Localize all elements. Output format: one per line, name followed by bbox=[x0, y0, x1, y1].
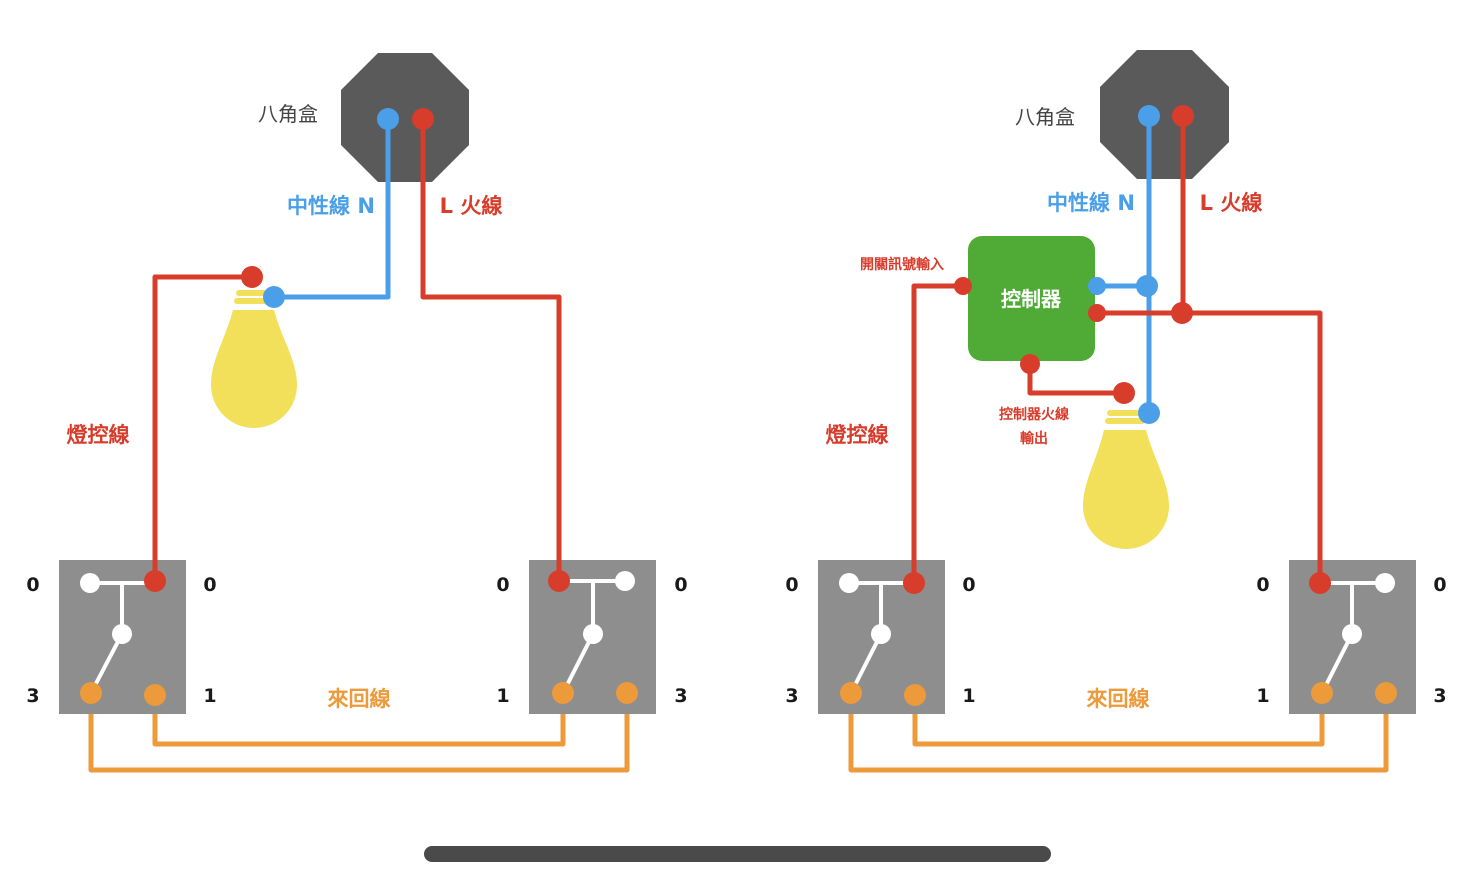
switch-a-label-top-right: 0 bbox=[962, 574, 975, 596]
switch-b-terminal-1 bbox=[552, 682, 574, 704]
switch-b-terminal-0 bbox=[615, 571, 635, 591]
lamp-neutral-terminal bbox=[1138, 402, 1160, 424]
switch-b-terminal-0 bbox=[1375, 573, 1395, 593]
switch-a-common-terminal bbox=[144, 570, 166, 592]
switch-b-label-top-right: 0 bbox=[1433, 574, 1446, 596]
left-diagram: 八角盒 bbox=[26, 53, 688, 773]
switch-b-terminal-1 bbox=[1311, 682, 1333, 704]
switch-b-label-top-right: 0 bbox=[674, 574, 687, 596]
controller-box bbox=[968, 236, 1095, 361]
neutral-label: 中性線 N bbox=[1047, 191, 1135, 215]
box-live-terminal bbox=[1172, 105, 1194, 127]
home-indicator[interactable] bbox=[424, 846, 1051, 862]
switch-a-label-bottom-right: 1 bbox=[962, 685, 975, 707]
lamp-neutral-terminal bbox=[263, 286, 285, 308]
switch-a-label-bottom-left: 3 bbox=[785, 685, 798, 707]
controller-neutral-terminal bbox=[1088, 277, 1106, 295]
switch-b-label-bottom-left: 1 bbox=[1256, 685, 1269, 707]
controller-switch-input-terminal bbox=[954, 277, 972, 295]
switch-a-terminal-3 bbox=[840, 682, 862, 704]
switch-a-label-top-left: 0 bbox=[785, 574, 798, 596]
live-label: L 火線 bbox=[440, 194, 503, 218]
switch-b-terminal-3 bbox=[1375, 682, 1397, 704]
controller-live-in-terminal bbox=[1088, 304, 1106, 322]
switch-a-label-bottom-left: 3 bbox=[26, 685, 39, 707]
octagon-box-label: 八角盒 bbox=[258, 102, 318, 126]
lamp-control-label: 燈控線 bbox=[826, 423, 889, 447]
live-label: L 火線 bbox=[1200, 191, 1263, 215]
neutral-junction bbox=[1136, 275, 1158, 297]
neutral-wire bbox=[274, 119, 391, 300]
controller-label: 控制器 bbox=[1001, 287, 1062, 311]
controller-live-output-label-line2: 輸出 bbox=[1020, 430, 1048, 447]
controller-live-output-label: 控制器火線 bbox=[999, 406, 1069, 423]
octagon-box bbox=[1100, 50, 1229, 179]
lamp-live-terminal bbox=[1113, 382, 1135, 404]
right-diagram: 八角盒 bbox=[785, 50, 1447, 773]
switch-a-common-terminal bbox=[903, 572, 925, 594]
controller-live-output-wire bbox=[1027, 363, 1124, 396]
switch-a-terminal-0 bbox=[80, 573, 100, 593]
live-wire bbox=[420, 119, 562, 581]
lamp-control-label: 燈控線 bbox=[67, 423, 130, 447]
octagon-box bbox=[341, 53, 469, 182]
lamp-control-wire bbox=[152, 274, 252, 581]
switch-a-label-top-left: 0 bbox=[26, 574, 39, 596]
switch-a-terminal-1 bbox=[904, 684, 926, 706]
traveler-wire bbox=[848, 693, 1389, 773]
traveler-label: 來回線 bbox=[328, 687, 391, 711]
traveler-wire bbox=[912, 693, 1325, 747]
light-bulb-icon bbox=[211, 290, 297, 428]
octagon-box-label: 八角盒 bbox=[1015, 105, 1075, 129]
switch-b-common-terminal bbox=[548, 570, 570, 592]
switch-b-terminal-3 bbox=[616, 682, 638, 704]
traveler-wire bbox=[88, 693, 630, 773]
switch-a-label-top-right: 0 bbox=[203, 574, 216, 596]
switch-a-terminal-1 bbox=[144, 684, 166, 706]
live-junction bbox=[1171, 302, 1193, 324]
switch-b-common-terminal bbox=[1309, 572, 1331, 594]
traveler-wire bbox=[152, 693, 566, 747]
switch-a-terminal-0 bbox=[839, 573, 859, 593]
switch-b-label-bottom-left: 1 bbox=[496, 685, 509, 707]
switch-signal-input-label: 開關訊號輸入 bbox=[860, 256, 944, 273]
switch-b-label-bottom-right: 3 bbox=[1433, 685, 1446, 707]
box-neutral-terminal bbox=[1138, 105, 1160, 127]
box-live-terminal bbox=[412, 108, 434, 130]
controller-live-out-terminal bbox=[1020, 354, 1040, 374]
switch-b-label-bottom-right: 3 bbox=[674, 685, 687, 707]
lamp-control-wire bbox=[911, 283, 963, 583]
switch-a-terminal-3 bbox=[80, 682, 102, 704]
switch-a-label-bottom-right: 1 bbox=[203, 685, 216, 707]
neutral-label: 中性線 N bbox=[287, 194, 375, 218]
lamp-live-terminal bbox=[241, 266, 263, 288]
box-neutral-terminal bbox=[377, 108, 399, 130]
light-bulb-icon bbox=[1083, 410, 1169, 549]
switch-b-label-top-left: 0 bbox=[1256, 574, 1269, 596]
traveler-label: 來回線 bbox=[1087, 687, 1150, 711]
switch-b-label-top-left: 0 bbox=[496, 574, 509, 596]
